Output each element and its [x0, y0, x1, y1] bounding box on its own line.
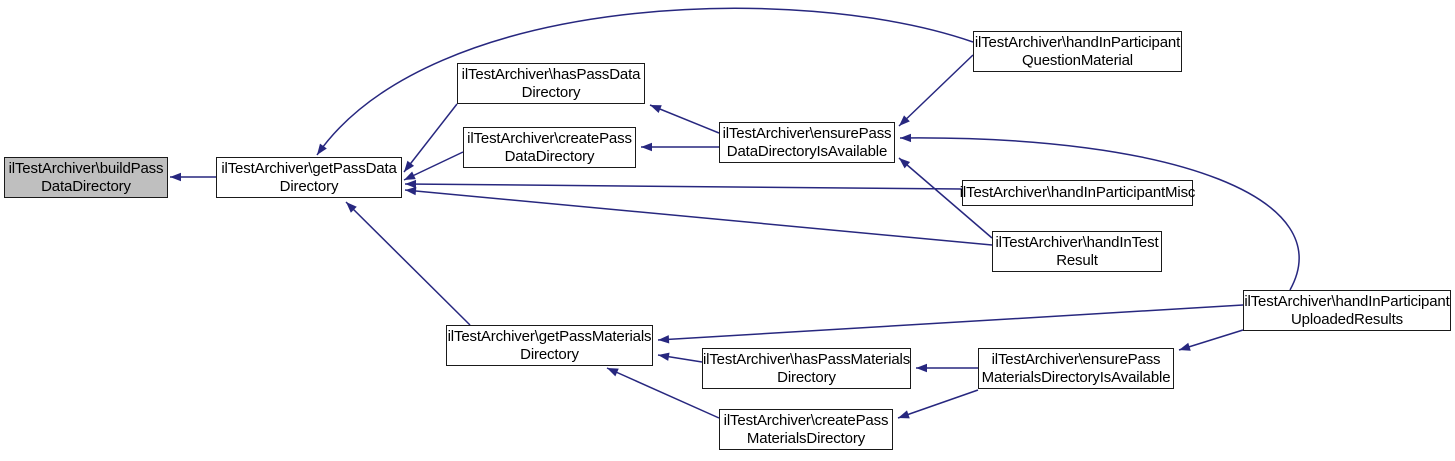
graph-edge-createPassDataDirectory-to-getPassDataDirectory-arrowhead	[404, 171, 416, 180]
graph-edge-handInTestResult-to-getPassDataDirectory	[404, 189, 993, 246]
graph-edge-hasPassDataDirectory-to-getPassDataDirectory	[403, 103, 458, 173]
graph-edge-handInParticipantUploadedResults-to-ensurePassDataDirectoryIsAvailable	[899, 137, 1300, 291]
graph-node-label: ilTestArchiver\ensurePass MaterialsDirec…	[981, 350, 1171, 386]
graph-edge-ensurePassDataDirectoryIsAvailable-to-hasPassDataDirectory-arrowhead	[650, 105, 662, 114]
graph-node-label: ilTestArchiver\handInParticipant Uploade…	[1244, 292, 1450, 328]
graph-node-buildPassDataDirectory[interactable]: ilTestArchiver\buildPass DataDirectory	[4, 157, 168, 198]
graph-node-getPassMaterialsDirectory[interactable]: ilTestArchiver\getPassMaterials Director…	[446, 325, 653, 366]
graph-edge-hasPassDataDirectory-to-getPassDataDirectory-arrowhead	[404, 160, 415, 172]
graph-node-handInParticipantQuestionMaterial[interactable]: ilTestArchiver\handInParticipant Questio…	[973, 31, 1182, 72]
graph-edge-ensurePassMaterialsDirectoryIsAvailable-to-hasPassMaterialsDirectory-arrowhead	[916, 363, 927, 373]
graph-node-label: ilTestArchiver\hasPassData Directory	[461, 65, 641, 101]
graph-edge-handInParticipantUploadedResults-to-getPassMaterialsDirectory-arrowhead	[658, 335, 670, 344]
graph-edge-getPassMaterialsDirectory-to-getPassDataDirectory	[345, 201, 471, 326]
graph-edge-ensurePassDataDirectoryIsAvailable-to-createPassDataDirectory-arrowhead	[641, 142, 652, 152]
graph-node-label: ilTestArchiver\ensurePass DataDirectoryI…	[722, 124, 892, 160]
graph-node-handInParticipantMisc[interactable]: ilTestArchiver\handInParticipantMisc	[959, 180, 1196, 206]
graph-edge-handInParticipantQuestionMaterial-to-getPassDataDirectory-arrowhead	[317, 143, 327, 155]
graph-edge-handInTestResult-to-getPassDataDirectory-arrowhead	[405, 186, 417, 196]
graph-node-hasPassDataDirectory[interactable]: ilTestArchiver\hasPassData Directory	[457, 63, 645, 104]
graph-edge-handInParticipantUploadedResults-to-ensurePassDataDirectoryIsAvailable-arrowhead	[900, 133, 912, 143]
graph-node-label: ilTestArchiver\createPass DataDirectory	[467, 129, 632, 165]
graph-edge-handInParticipantMisc-to-getPassDataDirectory-arrowhead	[405, 179, 417, 189]
graph-edge-handInParticipantUploadedResults-to-ensurePassMaterialsDirectoryIsAvailable-arrowhead	[1179, 342, 1191, 351]
graph-node-createPassMaterialsDirectory[interactable]: ilTestArchiver\createPass MaterialsDirec…	[719, 409, 893, 450]
graph-edge-createPassMaterialsDirectory-to-getPassMaterialsDirectory-arrowhead	[607, 368, 619, 377]
graph-node-handInParticipantUploadedResults[interactable]: ilTestArchiver\handInParticipant Uploade…	[1243, 290, 1451, 331]
graph-edge-handInTestResult-to-ensurePassDataDirectoryIsAvailable	[898, 157, 993, 239]
graph-edge-createPassMaterialsDirectory-to-getPassMaterialsDirectory	[606, 367, 720, 419]
graph-edge-hasPassMaterialsDirectory-to-getPassMaterialsDirectory-arrowhead	[658, 352, 670, 361]
graph-node-label: ilTestArchiver\getPassData Directory	[221, 159, 397, 195]
graph-node-ensurePassDataDirectoryIsAvailable[interactable]: ilTestArchiver\ensurePass DataDirectoryI…	[719, 122, 895, 163]
graph-node-label: ilTestArchiver\hasPassMaterials Director…	[702, 350, 911, 386]
graph-edge-handInParticipantQuestionMaterial-to-ensurePassDataDirectoryIsAvailable	[898, 54, 974, 127]
graph-edge-ensurePassMaterialsDirectoryIsAvailable-to-createPassMaterialsDirectory	[897, 389, 979, 419]
graph-node-label: ilTestArchiver\handInParticipant Questio…	[974, 33, 1181, 69]
graph-node-label: ilTestArchiver\createPass MaterialsDirec…	[723, 411, 889, 447]
graph-node-handInTestResult[interactable]: ilTestArchiver\handInTest Result	[992, 231, 1162, 272]
graph-edge-handInParticipantQuestionMaterial-to-getPassDataDirectory	[316, 7, 974, 156]
graph-edge-ensurePassDataDirectoryIsAvailable-to-hasPassDataDirectory	[649, 104, 720, 134]
graph-node-hasPassMaterialsDirectory[interactable]: ilTestArchiver\hasPassMaterials Director…	[702, 348, 911, 389]
graph-edge-ensurePassMaterialsDirectoryIsAvailable-to-createPassMaterialsDirectory-arrowhead	[898, 410, 910, 419]
graph-node-label: ilTestArchiver\handInTest Result	[995, 233, 1159, 269]
graph-node-label: ilTestArchiver\buildPass DataDirectory	[8, 159, 164, 195]
graph-node-label: ilTestArchiver\handInParticipantMisc	[959, 184, 1196, 202]
graph-node-ensurePassMaterialsDirectoryIsAvailable[interactable]: ilTestArchiver\ensurePass MaterialsDirec…	[978, 348, 1174, 389]
graph-edge-handInTestResult-to-ensurePassDataDirectoryIsAvailable-arrowhead	[899, 158, 911, 169]
graph-edge-handInParticipantMisc-to-getPassDataDirectory	[404, 183, 963, 190]
graph-edge-getPassDataDirectory-to-buildPassDataDirectory-arrowhead	[170, 172, 181, 182]
graph-node-label: ilTestArchiver\getPassMaterials Director…	[447, 327, 652, 363]
graph-node-getPassDataDirectory[interactable]: ilTestArchiver\getPassData Directory	[216, 157, 402, 198]
graph-edge-handInParticipantUploadedResults-to-ensurePassMaterialsDirectoryIsAvailable	[1178, 329, 1244, 351]
graph-edge-getPassMaterialsDirectory-to-getPassDataDirectory-arrowhead	[346, 202, 357, 213]
graph-edge-handInParticipantUploadedResults-to-getPassMaterialsDirectory	[657, 304, 1244, 341]
graph-node-createPassDataDirectory[interactable]: ilTestArchiver\createPass DataDirectory	[463, 127, 636, 168]
graph-edge-handInParticipantQuestionMaterial-to-ensurePassDataDirectoryIsAvailable-arrowhead	[899, 115, 910, 126]
